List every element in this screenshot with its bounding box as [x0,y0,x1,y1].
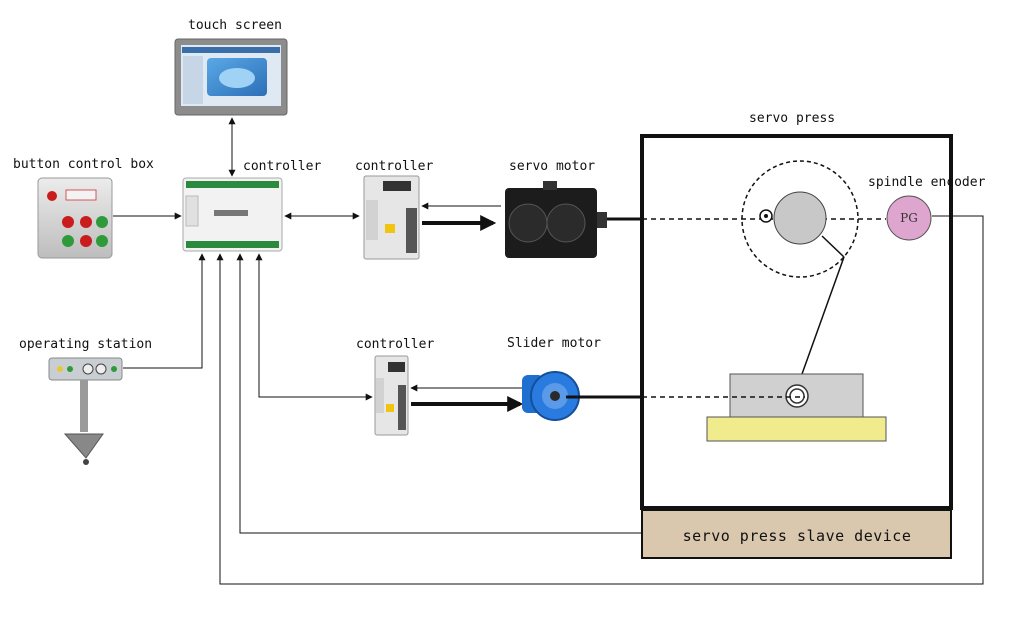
encoder-badge: PG [900,211,918,225]
servo-press-frame [640,134,953,510]
button-control-box-label: button control box [13,157,154,172]
operating-station-label: operating station [19,337,152,352]
servo-motor-label: servo motor [509,159,595,174]
slider-pin-inner [789,388,805,404]
slider-bed [706,416,887,442]
spindle-encoder-label: spindle encoder [868,175,986,190]
touch-screen-label: touch screen [188,18,282,33]
flywheel [773,191,827,245]
crank-arm [821,235,845,258]
slider-controller-label: controller [356,337,434,352]
operating-station-device [48,357,123,465]
touch-screen-device [174,38,288,116]
controller-slider-link [255,253,373,401]
slider-motor-device [522,371,580,421]
connecting-rod [801,256,845,375]
slider-block [729,373,864,418]
servo-controller-device [363,175,420,260]
servo-press-slave-device [641,509,952,559]
servo-controller-label: controller [355,159,433,174]
servo-press-slave-device-label: servo press slave device [683,527,912,545]
servo-press-label: servo press [749,111,835,126]
spindle-encoder [886,195,932,241]
crank-circle [741,160,859,278]
slave-device-link [236,253,642,534]
slider-motor-label: Slider motor [507,336,601,351]
encoder-feedback-link [216,215,984,585]
main-controller-device [182,177,283,252]
slider-controller-device [374,355,409,436]
crank-pivot-center [764,214,768,218]
servo-motor-device [505,181,607,258]
button-control-box-device [37,177,113,259]
main-controller-label: controller [243,159,321,174]
operating-station-link [123,253,206,369]
